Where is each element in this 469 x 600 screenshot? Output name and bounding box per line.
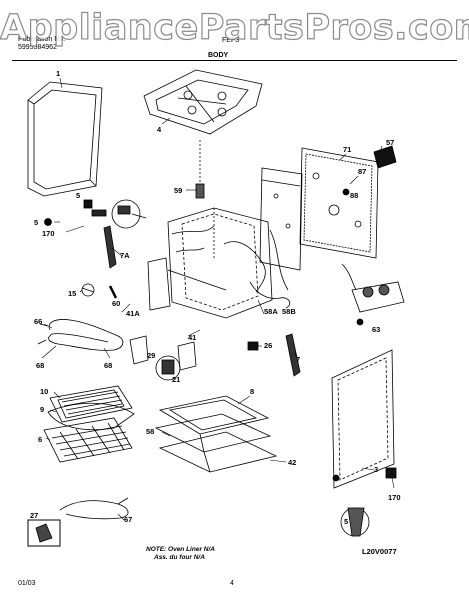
oven-rack-part [43, 417, 133, 463]
header-rule [12, 60, 457, 61]
part-label: 27 [30, 511, 38, 520]
latch-part [129, 335, 197, 381]
oven-liner-note-fr: Ass. du four N/A [154, 554, 205, 561]
hinge-7 [247, 333, 301, 377]
part-label: 41 [188, 333, 196, 342]
publication-number: 5995384962 [18, 44, 57, 51]
part-label: 6 [38, 435, 42, 444]
part-label: 8 [250, 387, 254, 396]
section-title: BODY [208, 52, 229, 59]
figure-id: L20V0077 [362, 547, 397, 556]
part-label: 58 [146, 427, 154, 436]
box-27 [27, 519, 61, 547]
part-label: 4 [157, 125, 162, 134]
part-label: 59 [174, 186, 182, 195]
part-label: 29 [147, 351, 155, 360]
part-label: 58B [282, 307, 296, 316]
part-label: 15 [68, 289, 76, 298]
footer-date: 01/03 [18, 580, 36, 587]
part-label: 88 [350, 191, 358, 200]
part-label: 57 [386, 138, 394, 147]
publication-label: Publication No. [18, 36, 66, 43]
part-label: 1 [56, 69, 60, 78]
lamp-part [81, 283, 118, 299]
side-panel-part [27, 81, 103, 197]
terminal-block-63 [341, 263, 405, 326]
part-label: 63 [372, 325, 380, 334]
part-label: 41A [126, 309, 140, 318]
part-label: 67 [124, 515, 132, 524]
door-panel-part [331, 349, 395, 489]
part-label: 5 [34, 218, 38, 227]
model-number: FEF3 [222, 37, 240, 44]
part-label: 7A [120, 251, 130, 260]
part-label: 21 [172, 375, 180, 384]
part-label: 71 [343, 145, 351, 154]
back-panel-part [259, 147, 379, 271]
part-label: 68 [104, 361, 112, 370]
part-label: 26 [264, 341, 272, 350]
bake-element [59, 497, 129, 520]
part-label: 66 [34, 317, 42, 326]
leveler-part [332, 467, 397, 537]
top-cover-part [143, 69, 263, 135]
hinge-7a [103, 225, 117, 269]
part-label: 10 [40, 387, 48, 396]
part-label: 7 [296, 355, 300, 364]
part-label: 5 [76, 191, 80, 200]
screw-part [44, 199, 107, 226]
door-glass-part [154, 395, 278, 473]
part-label: 170 [388, 493, 401, 502]
broil-pan-part [47, 385, 135, 431]
thermostat-170 [111, 199, 147, 229]
oven-liner-note: NOTE: Oven Liner N/A [146, 546, 215, 553]
broil-element [37, 319, 124, 351]
bracket-57 [373, 145, 397, 169]
part-label: 5 [344, 517, 348, 526]
oven-body-part [147, 207, 273, 319]
part-label: 42 [288, 458, 296, 467]
connector-59 [195, 140, 205, 199]
part-label: 58A [264, 307, 278, 316]
part-label: 87 [358, 167, 366, 176]
page-number: 4 [230, 580, 234, 587]
part-label: 170 [42, 229, 55, 238]
part-label: 9 [40, 405, 44, 414]
part-label: 60 [112, 299, 120, 308]
part-label: 68 [36, 361, 44, 370]
wire-harness [249, 229, 291, 309]
part-label: 3 [374, 465, 378, 474]
